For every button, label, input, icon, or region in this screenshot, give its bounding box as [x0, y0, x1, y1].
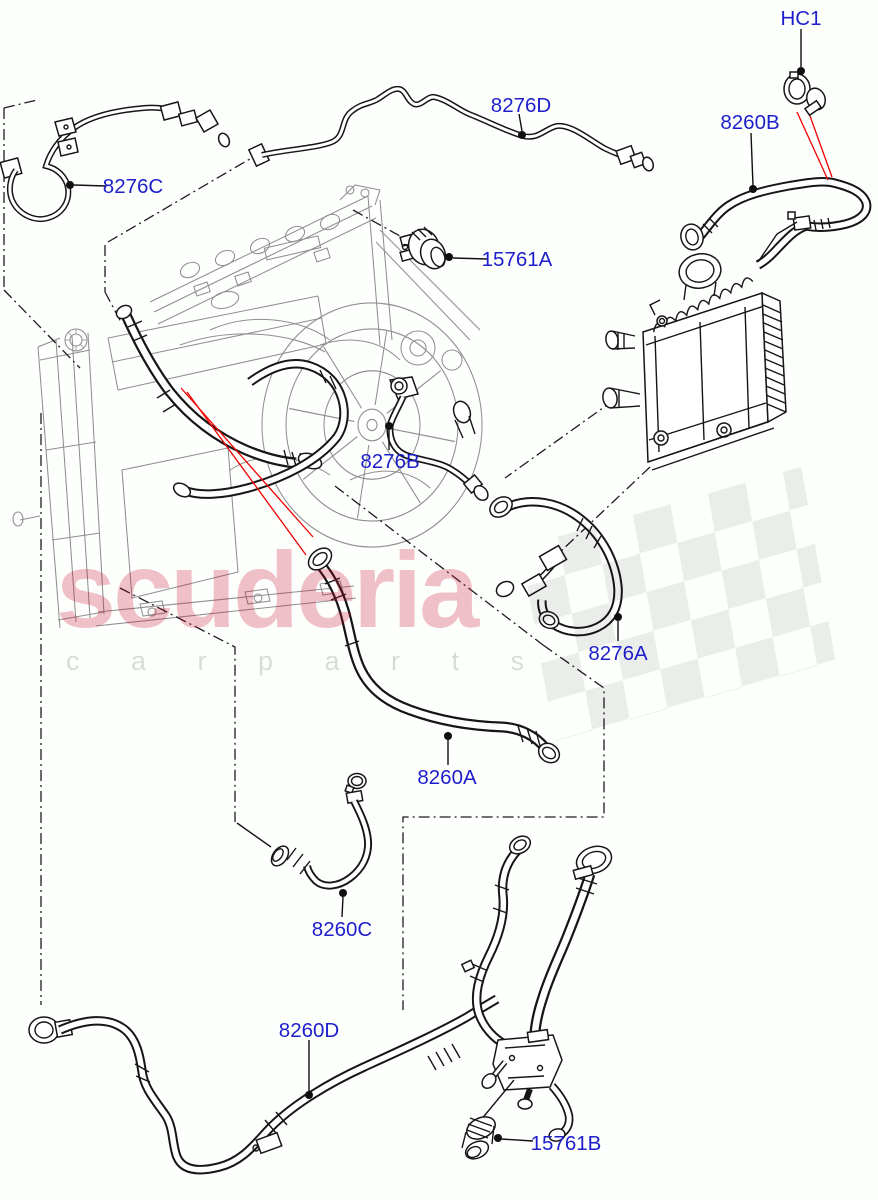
callout-leaders — [66, 29, 805, 1142]
radiator-top-hose-installed — [115, 304, 323, 470]
intercooler — [602, 253, 787, 471]
leader-15761a — [452, 257, 488, 260]
leader-8276d — [518, 113, 523, 132]
callout-8260b[interactable]: 8260B — [720, 111, 780, 134]
leader-8276c — [73, 184, 107, 187]
callout-8276c[interactable]: 8276C — [102, 175, 164, 198]
part-hc1-clamp — [783, 71, 827, 117]
leader-8260c — [341, 896, 344, 918]
part-15761b-plug — [461, 1116, 496, 1160]
callout-8260d[interactable]: 8260D — [278, 1019, 340, 1042]
assembly-boxes-dashdot — [3, 99, 651, 1010]
callout-hc1[interactable]: HC1 — [780, 7, 822, 30]
part-8260a-hose — [307, 547, 561, 764]
part-8260d-hose-assembly — [28, 835, 613, 1175]
context-radiator-gray — [12, 295, 483, 629]
callout-15761a[interactable]: 15761A — [481, 248, 553, 271]
part-8276c-hose — [0, 100, 231, 222]
callout-8276d[interactable]: 8276D — [490, 94, 552, 117]
part-8276a-hose — [489, 496, 623, 637]
part-8276b-pipe — [386, 376, 489, 501]
part-15761a-plug — [399, 226, 447, 270]
part-8260c-hose — [270, 772, 373, 890]
part-8276d-pipe — [247, 85, 655, 172]
leader-8260b — [750, 132, 754, 187]
leader-15761b — [500, 1138, 534, 1142]
radiator-lower-hose-installed — [172, 359, 349, 499]
red-install-lines — [180, 111, 833, 556]
callout-8260c[interactable]: 8260C — [311, 918, 373, 941]
part-8260b-hose — [680, 177, 872, 270]
context-engine-frame-gray — [149, 184, 481, 489]
callout-8260a[interactable]: 8260A — [417, 766, 477, 789]
callout-8276a[interactable]: 8276A — [588, 642, 648, 665]
callout-15761b[interactable]: 15761B — [530, 1132, 602, 1155]
callout-8276b[interactable]: 8276B — [360, 450, 420, 473]
